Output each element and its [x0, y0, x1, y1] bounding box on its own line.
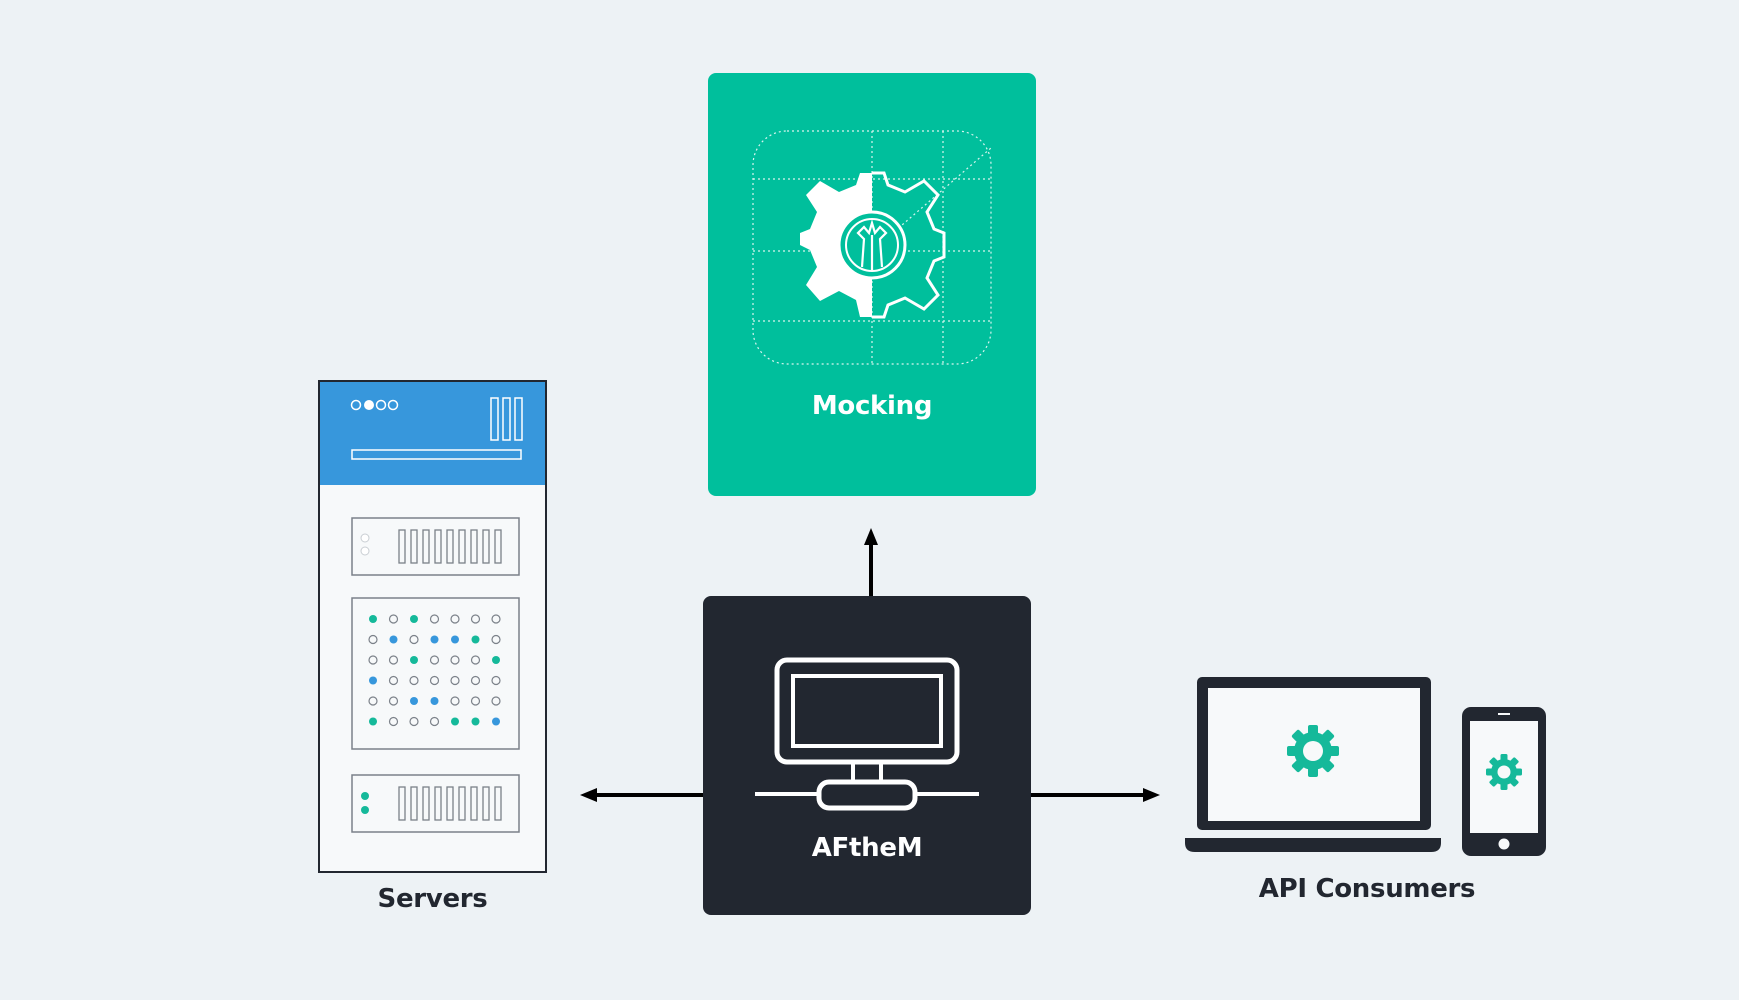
status-led	[369, 615, 377, 623]
laptop-icon	[1185, 677, 1441, 852]
status-led	[388, 675, 399, 686]
status-led	[388, 614, 399, 624]
status-led	[470, 675, 481, 686]
status-led	[450, 696, 460, 706]
status-led	[470, 655, 481, 665]
server-rack-icon	[318, 380, 547, 873]
status-led	[368, 634, 378, 645]
status-led	[410, 615, 418, 623]
status-led	[410, 697, 418, 705]
status-led	[409, 634, 419, 645]
phone-gear-icon	[1486, 754, 1522, 790]
server-unit-matrix	[351, 597, 520, 750]
status-led	[368, 696, 378, 706]
arrow-aftem-to-servers	[580, 788, 703, 802]
status-led	[368, 655, 378, 665]
status-led	[430, 697, 439, 705]
status-led	[388, 716, 399, 727]
status-led	[450, 675, 460, 686]
status-led	[410, 656, 418, 664]
status-led	[430, 635, 439, 644]
arrow-aftem-to-consumers	[1031, 788, 1160, 802]
phone-icon	[1462, 707, 1546, 856]
status-led	[491, 634, 501, 645]
servers-label: Servers	[377, 884, 488, 914]
mocking-gear-icon	[752, 130, 992, 365]
aftem-node: AFtheM	[703, 596, 1031, 915]
status-led	[470, 696, 481, 706]
api-consumers-label: API Consumers	[1258, 874, 1476, 904]
status-led	[450, 614, 460, 624]
status-led	[451, 635, 459, 644]
status-led	[429, 655, 440, 665]
status-led	[451, 717, 459, 726]
mocking-label: Mocking	[811, 391, 933, 421]
status-led	[470, 614, 481, 624]
status-led	[388, 655, 399, 665]
status-led	[491, 614, 501, 624]
mocking-node: Mocking	[708, 73, 1036, 496]
api-consumers-node	[1185, 675, 1546, 857]
aftem-label: AFtheM	[811, 833, 923, 863]
status-led	[492, 656, 500, 664]
status-led	[389, 635, 398, 644]
status-led	[388, 696, 399, 706]
status-led	[409, 716, 419, 727]
status-led	[369, 717, 377, 726]
status-led	[491, 696, 501, 706]
status-led	[450, 655, 460, 665]
servers-node	[318, 380, 547, 873]
status-led	[369, 676, 377, 685]
status-led	[471, 635, 480, 644]
status-led	[409, 675, 419, 686]
status-led	[429, 614, 440, 624]
status-led	[492, 717, 500, 726]
status-led	[491, 675, 501, 686]
status-led	[471, 717, 480, 726]
server-unit-top	[351, 517, 520, 576]
status-led	[429, 675, 440, 686]
server-unit-bottom	[351, 774, 520, 833]
status-led	[429, 716, 440, 727]
laptop-gear-icon	[1287, 725, 1339, 777]
monitor-icon	[755, 657, 979, 811]
arrow-aftem-to-mocking	[864, 528, 878, 596]
